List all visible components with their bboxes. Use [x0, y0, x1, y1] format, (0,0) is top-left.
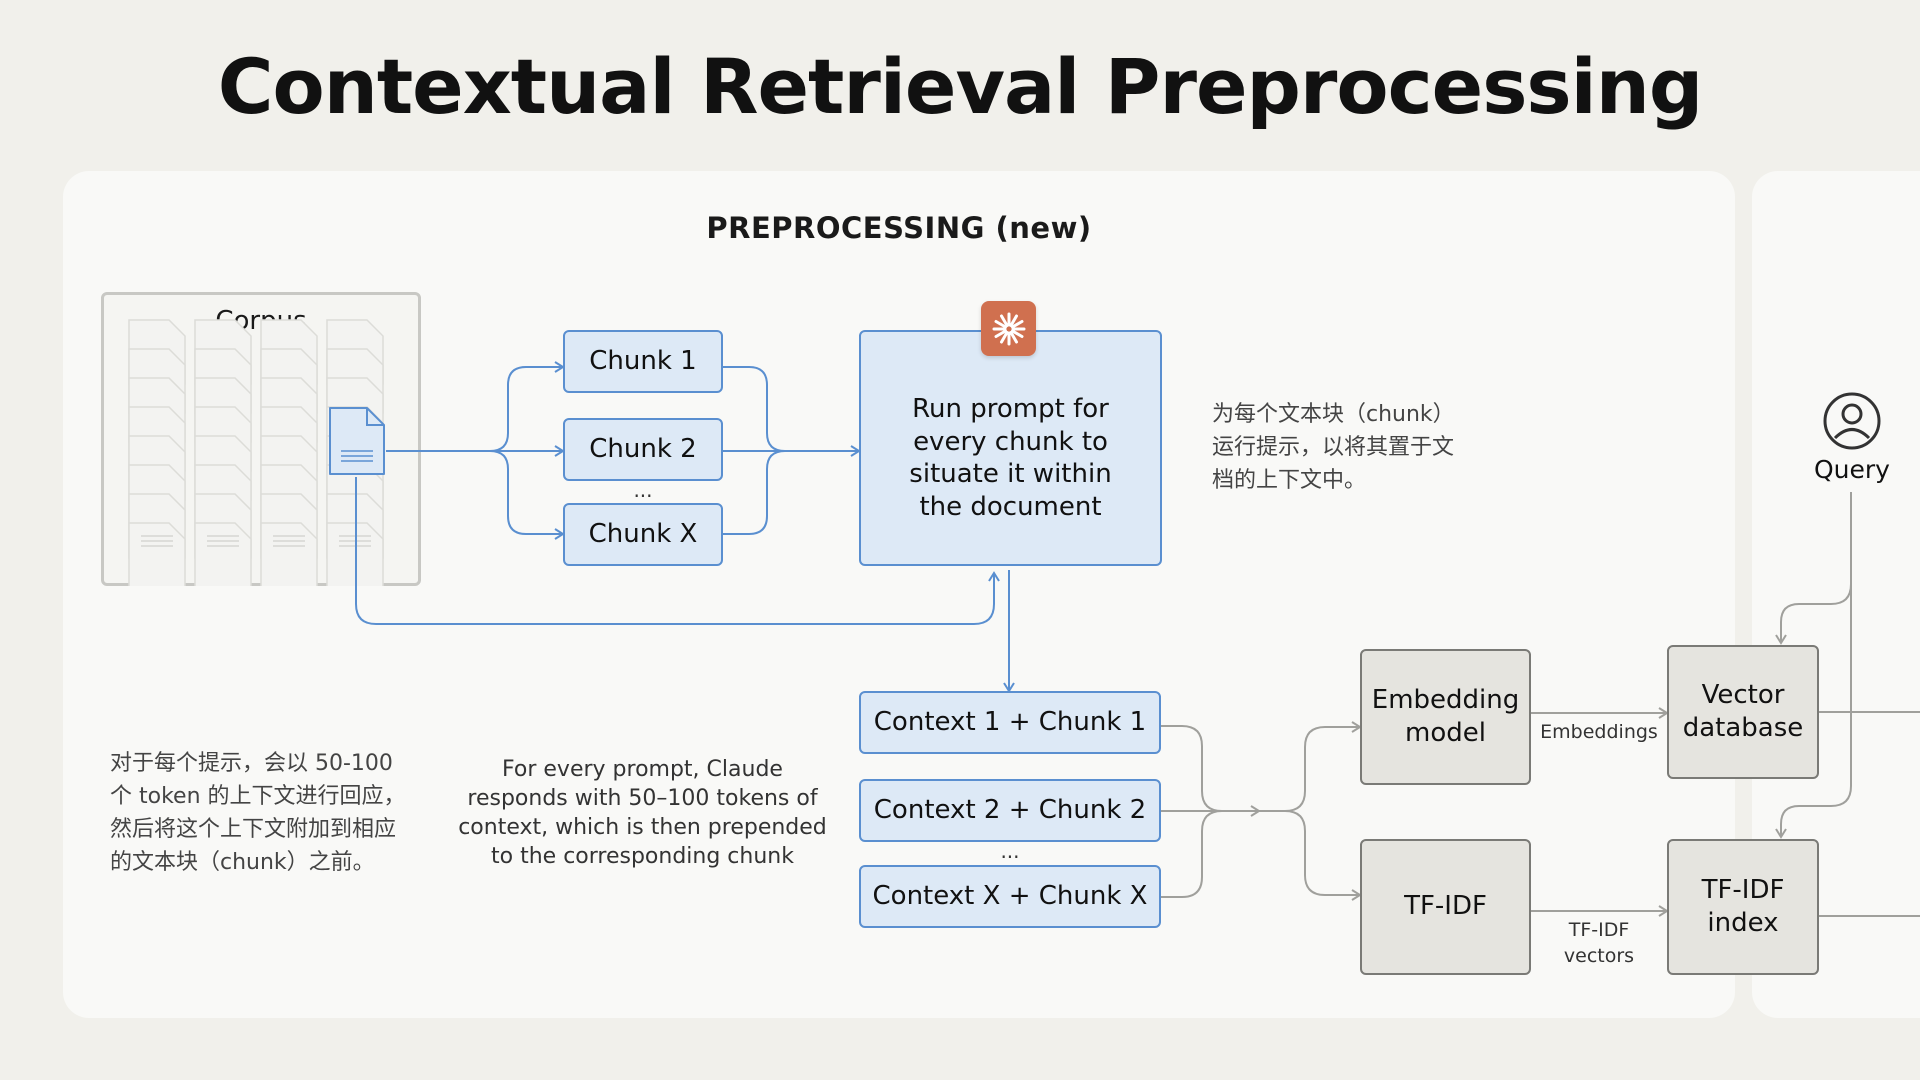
note-zh-bottom-line-4: 的文本块（chunk）之前。: [110, 850, 375, 875]
prompt-line-2: every chunk to: [913, 426, 1108, 457]
note-en: For every prompt, Claude responds with 5…: [455, 755, 830, 871]
note-zh-bottom: 对于每个提示，会以 50-100 个 token 的上下文进行回应， 然后将这个…: [110, 747, 440, 879]
claude-burst-ray: [994, 319, 1007, 328]
corpus-document-icon: [128, 522, 186, 586]
prompt-line-3: situate it within: [909, 459, 1112, 489]
vector-db-line-2: database: [1682, 713, 1804, 743]
note-en-line-1: For every prompt, Claude: [502, 757, 783, 782]
embedding-model-line-2: model: [1405, 718, 1486, 748]
tfidf-vectors-label: TF-IDF vectors: [1531, 918, 1667, 969]
embeddings-label: Embeddings: [1540, 721, 1658, 743]
note-en-line-4: to the corresponding chunk: [491, 844, 794, 870]
note-zh-top-line-2: 运行提示，以将其置于文: [1212, 435, 1455, 460]
chunk-1-box[interactable]: Chunk 1: [563, 330, 723, 393]
prompt-box[interactable]: Run prompt for every chunk to situate it…: [859, 330, 1162, 566]
vector-db-line-1: Vector: [1701, 679, 1785, 710]
section-title: PREPROCESSING (new): [706, 211, 1092, 245]
claude-burst-ray: [999, 314, 1008, 327]
note-zh-top-line-3: 档的上下文中。: [1212, 468, 1367, 493]
tfidf-vectors-line-1: TF-IDF: [1568, 919, 1630, 941]
note-en-line-2: responds with 50–100 tokens of: [467, 786, 818, 812]
note-zh-top: 为每个文本块（chunk） 运行提示，以将其置于文 档的上下文中。: [1212, 398, 1512, 497]
note-zh-bottom-line-2: 个 token 的上下文进行回应，: [110, 784, 406, 809]
tfidf-index-line-2: index: [1707, 908, 1779, 938]
chunk-ellipsis: ...: [633, 478, 653, 502]
embedding-model-line-1: Embedding: [1371, 684, 1520, 715]
note-zh-bottom-line-3: 然后将这个上下文附加到相应: [110, 817, 397, 842]
page-title: Contextual Retrieval Preprocessing: [217, 42, 1703, 131]
chunk-2-box[interactable]: Chunk 2: [563, 418, 723, 481]
context-ellipsis: ...: [1000, 839, 1020, 863]
claude-burst-ray: [1009, 314, 1018, 327]
tfidf-box[interactable]: TF-IDF: [1360, 839, 1531, 975]
corpus-document-icon: [260, 522, 318, 586]
note-zh-top-line-1: 为每个文本块（chunk）: [1212, 402, 1455, 427]
user-avatar-icon[interactable]: [1822, 391, 1882, 451]
note-en-line-3: context, which is then prepended: [458, 815, 827, 841]
claude-burst-ray: [1010, 319, 1023, 328]
vector-database-box[interactable]: Vector database: [1667, 645, 1819, 779]
claude-logo-icon: [981, 301, 1036, 356]
context-x-box[interactable]: Context X + Chunk X: [859, 865, 1161, 928]
claude-burst-ray: [1010, 329, 1023, 338]
corpus-document-icon: [194, 522, 252, 586]
claude-burst-ray: [994, 329, 1007, 338]
claude-burst-ray: [1009, 330, 1018, 343]
note-zh-bottom-line-1: 对于每个提示，会以 50-100: [110, 751, 393, 776]
tfidf-vectors-line-2: vectors: [1563, 944, 1635, 967]
claude-burst-ray: [999, 330, 1008, 343]
query-label: Query: [1814, 455, 1890, 484]
selected-document-icon[interactable]: [327, 405, 387, 477]
context-2-box[interactable]: Context 2 + Chunk 2: [859, 779, 1161, 842]
chunk-x-box[interactable]: Chunk X: [563, 503, 723, 566]
embedding-model-box[interactable]: Embedding model: [1360, 649, 1531, 785]
tfidf-index-box[interactable]: TF-IDF index: [1667, 839, 1819, 975]
prompt-line-4: the document: [919, 491, 1102, 522]
prompt-line-1: Run prompt for: [912, 394, 1109, 424]
tfidf-index-line-1: TF-IDF: [1701, 874, 1785, 905]
context-1-box[interactable]: Context 1 + Chunk 1: [859, 691, 1161, 754]
